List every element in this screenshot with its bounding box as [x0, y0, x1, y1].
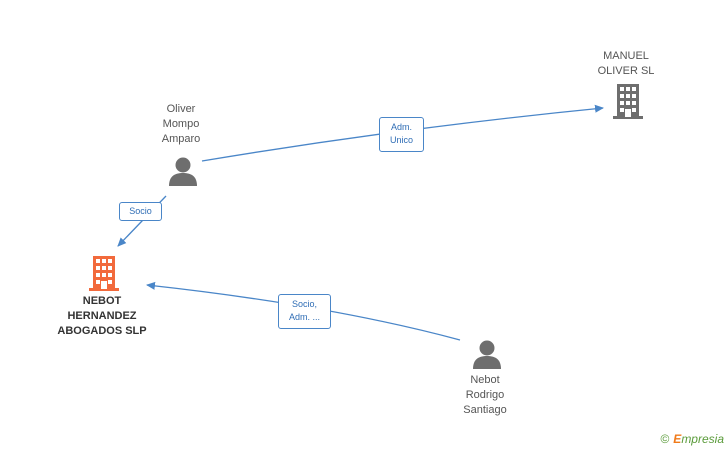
empresia-watermark: ©Empresia: [660, 432, 724, 446]
node-label-oliver-mompo-amparo[interactable]: Oliver Mompo Amparo: [146, 102, 216, 147]
edge-label-line: Adm. ...: [288, 312, 320, 322]
node-label-manuel-oliver-sl[interactable]: MANUEL OLIVER SL: [586, 49, 666, 79]
label-line: Oliver: [166, 103, 196, 115]
edge-label-line: Adm.: [390, 122, 412, 132]
label-line: NEBOT: [82, 295, 122, 307]
node-label-nebot-hernandez-abogados-slp[interactable]: NEBOT HERNANDEZ ABOGADOS SLP: [46, 294, 158, 339]
edge-label-socio-adm[interactable]: Socio, Adm. ...: [278, 294, 331, 329]
person-icon[interactable]: [473, 340, 501, 370]
edge-label-adm-unico[interactable]: Adm. Unico: [379, 117, 424, 152]
label-line: Nebot: [470, 374, 500, 386]
person-icon[interactable]: [169, 157, 197, 187]
label-line: ABOGADOS SLP: [57, 325, 147, 337]
label-line: MANUEL: [603, 50, 649, 62]
label-line: Rodrigo: [465, 389, 505, 401]
edge-label-socio[interactable]: Socio: [119, 202, 162, 221]
brand-initial: E: [673, 432, 682, 446]
node-label-nebot-rodrigo-santiago[interactable]: Nebot Rodrigo Santiago: [450, 373, 520, 418]
copyright-symbol: ©: [660, 432, 670, 446]
building-icon[interactable]: [89, 256, 119, 291]
label-line: Amparo: [161, 133, 201, 145]
edge-label-line: Socio,: [291, 299, 317, 309]
building-icon[interactable]: [613, 84, 645, 119]
label-line: OLIVER SL: [597, 65, 655, 77]
label-line: Santiago: [463, 404, 507, 416]
edge-label-line: Unico: [389, 135, 413, 145]
brand-name: mpresia: [681, 432, 724, 446]
label-line: HERNANDEZ: [67, 310, 137, 322]
label-line: Mompo: [162, 118, 200, 130]
edge-label-line: Socio: [129, 206, 152, 216]
